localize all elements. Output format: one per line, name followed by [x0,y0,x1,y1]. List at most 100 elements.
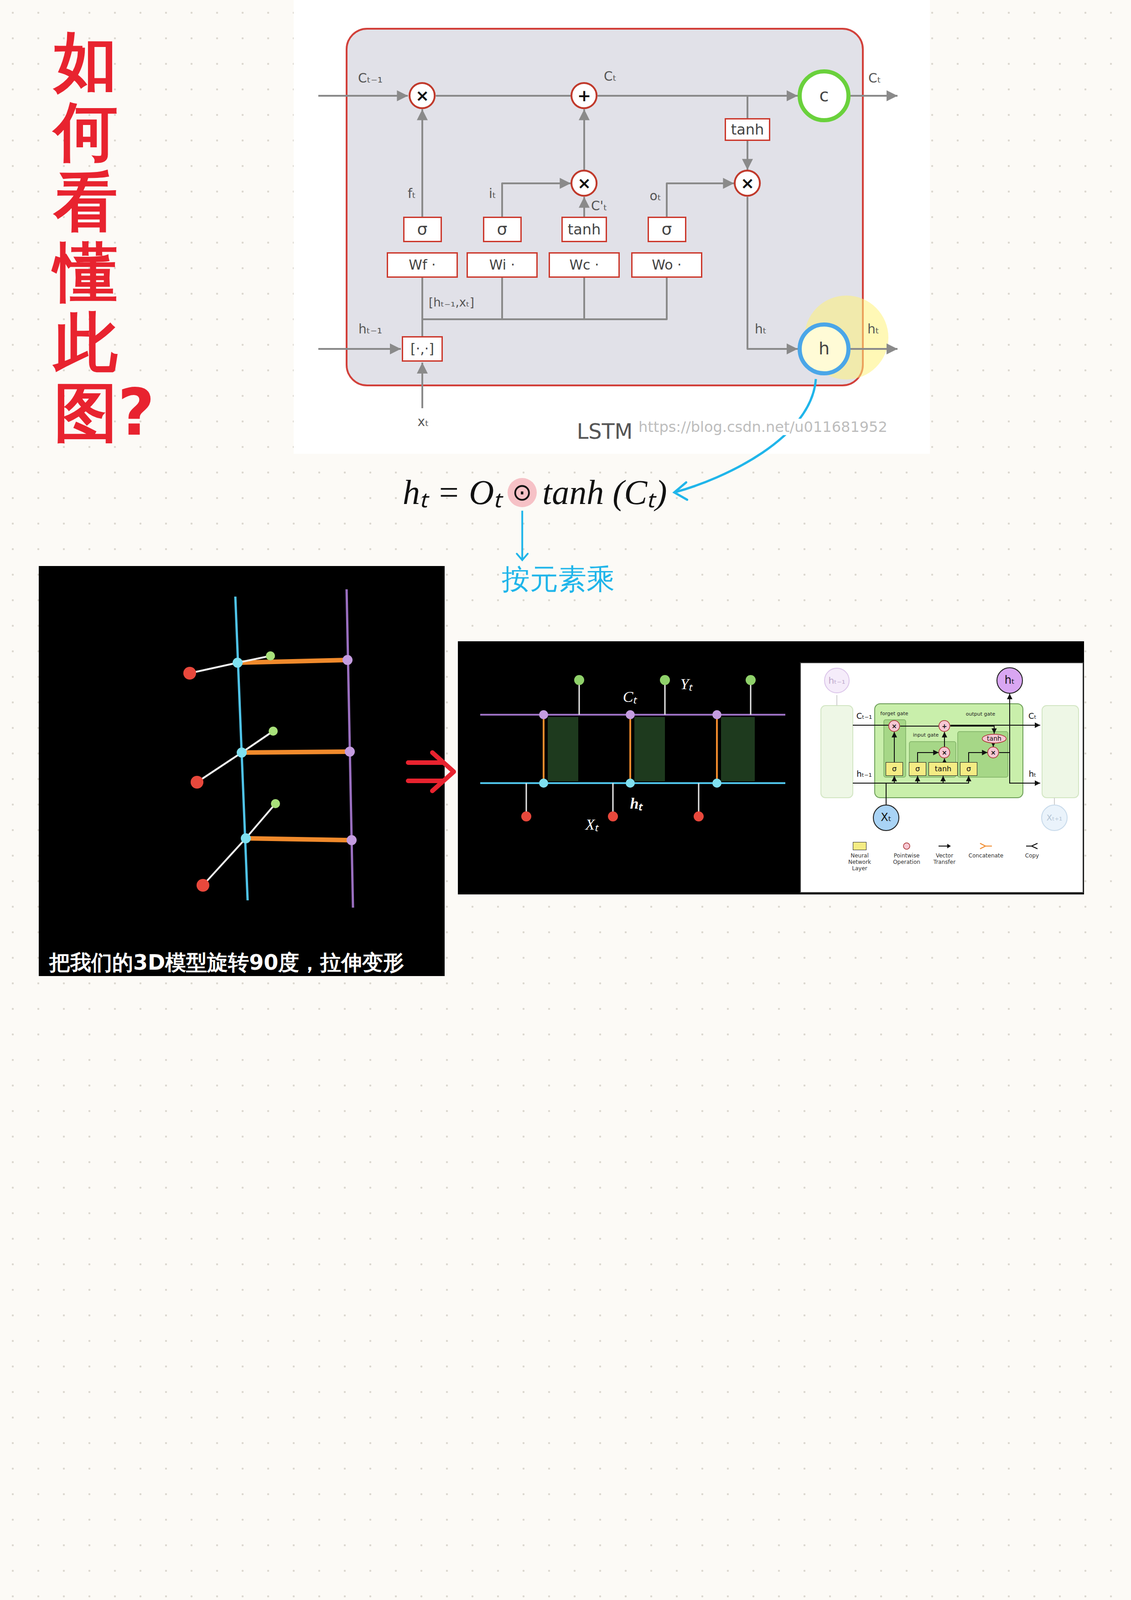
legend-text: Concatenate [966,852,1006,859]
colah-inset-part [883,719,906,778]
tanh-op: tanh [981,733,1007,744]
hidden-output-wire [850,347,898,350]
legend-text: Neural Network Layer [840,852,879,872]
inset-cell-line [852,724,889,726]
node-text: + [941,722,948,730]
node-text: tanh [567,221,602,239]
node-text: Wf · [408,257,436,274]
label: iₜ [488,186,497,202]
node-text: Wc · [569,257,599,274]
formula-part: hₜ = Oₜ [402,472,503,513]
colah-inset-part [800,662,1084,893]
pointwise-op-shape [571,170,597,196]
unrolled-ladder-panel-part [542,714,545,784]
unrolled-ladder-panel-part [625,778,635,788]
label: C'ₜ [591,198,608,214]
legend-item: Neural Network Layer [840,841,879,872]
node-text: σ [661,219,673,239]
unrolled-ladder-panel [457,641,1085,895]
connector [944,731,945,748]
hidden-input-wire [318,347,401,350]
unrolled-ladder-panel-part [750,682,752,715]
weight-box: Wf · [386,252,458,278]
colah-inset-part [1042,705,1079,798]
model-3d-panel-part [196,878,210,892]
annotation-arrow [516,553,528,561]
pointwise-op: × [733,169,761,197]
model-3d-panel-part [237,659,348,663]
node-text: [·,·] [410,341,435,358]
colah-inset-part [820,705,853,798]
unrolled-ladder-panel-part [712,710,722,720]
label: Cₜ₋₁ [856,711,873,722]
node-text: tanh [934,764,952,774]
connector [917,752,939,763]
label: Xₜ [585,815,599,834]
legend-text: Pointwise Operation [887,852,926,866]
legend-item: Pointwise Operation [887,841,926,866]
label: Cₜ₋₁ [357,71,383,86]
layer-box: σ [959,762,978,776]
connector [886,775,895,805]
model-3d-panel-part [342,654,353,665]
transform-arrow [408,752,454,791]
label: hₜ₋₁ [358,321,383,337]
label: oₜ [649,188,662,204]
legend-text: Copy [1012,852,1052,859]
model-3d-panel-part [265,651,275,661]
layer-box: tanh [928,762,958,776]
pointwise-op: × [570,169,598,197]
label: hₜ₋₁ [856,769,872,779]
inset-cell-line [950,724,1041,726]
pointwise-op-shape [987,747,999,758]
unrolled-ladder-panel-part [715,714,718,784]
gate-name: input gate [913,732,940,739]
leader-curve [674,378,816,493]
cell-state-circle: c [797,69,851,123]
connector [502,183,571,217]
model-3d-panel-part [197,752,242,783]
layer-box: σ [482,216,522,243]
label: fₜ [407,186,416,202]
unrolled-ladder-panel-part [547,716,579,782]
lstm-figure-ground [293,0,930,454]
connector [583,197,586,217]
unrolled-ladder-panel-part [721,716,755,782]
tanh-op-shape [982,733,1007,743]
weight-box: Wo · [631,252,703,278]
model-3d-panel-part [241,731,274,753]
model-3d-panel-part [236,747,247,758]
legend-symbol [937,841,952,851]
legend-symbol [1025,841,1039,851]
model-3d-panel-part [346,835,357,846]
unrolled-ladder-panel-part [612,783,614,815]
node-text: × [577,173,592,193]
connector [747,197,798,349]
pointwise-op-shape [734,170,760,196]
model-3d-panel-part [237,655,271,663]
formula-part: tanh (Cₜ) [542,472,667,513]
connector [992,742,994,747]
layer-box: σ [647,216,687,243]
unrolled-ladder-panel-part [698,783,700,815]
node-text: h [818,338,830,359]
x-input-wire [421,362,424,409]
pointwise-op: × [408,82,436,109]
colah-inset-part [836,695,838,706]
legend-swatch [852,841,867,851]
label: hₜ [867,321,880,337]
pointwise-op-shape [409,83,435,109]
weight-box: Wi · [466,252,538,278]
connector [422,277,585,337]
model-3d-panel-part [245,838,352,841]
model-3d-panel-part [190,775,204,789]
node-text: Xₜ₊₁ [1046,813,1063,823]
legend-text: Vector Transfer [925,852,964,866]
model-3d-panel-part [270,798,281,809]
label: Cₜ [622,687,638,706]
legend-symbol-part [947,843,951,849]
pointwise-op: × [987,746,999,758]
node-text: × [941,748,948,757]
cell-state-input-wire [318,94,408,97]
wire [318,95,1041,784]
